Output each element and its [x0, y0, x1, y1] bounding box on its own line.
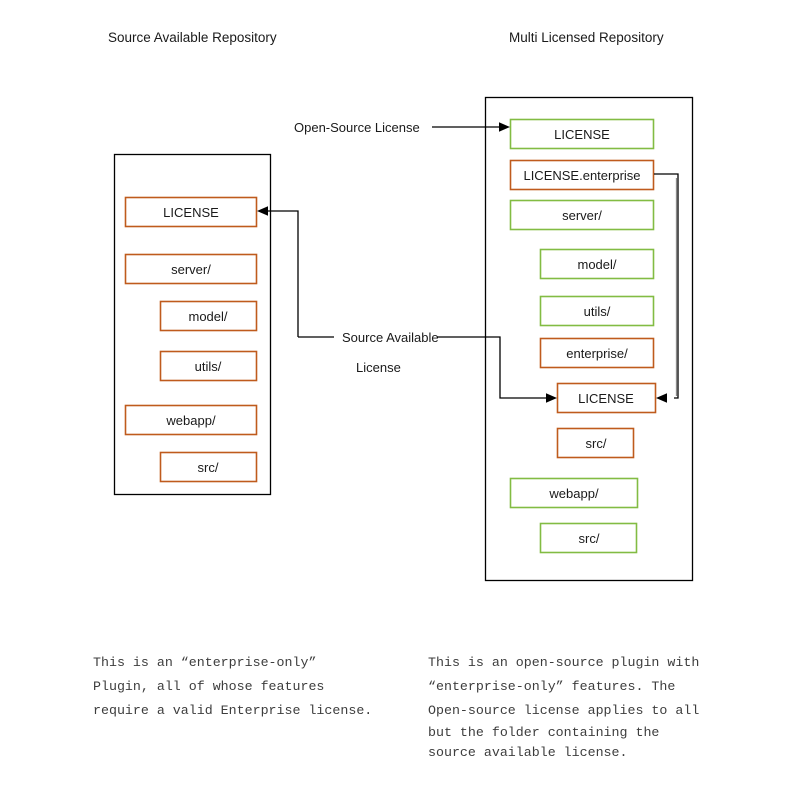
edge-open-source-license: Open-Source License [294, 120, 510, 135]
edge-label-source-available-license-line1: Source Available [342, 330, 439, 345]
node-box [159, 300, 258, 332]
node-label: model/ [577, 257, 616, 272]
node-box [509, 159, 655, 191]
node-server-left[interactable]: server/ [124, 253, 258, 285]
caption-line: Plugin, all of whose features [93, 679, 324, 694]
node-box [556, 382, 657, 414]
node-license-right[interactable]: LICENSE [509, 118, 655, 150]
node-box [556, 427, 635, 459]
node-box [539, 337, 655, 369]
caption-line: This is an open-source plugin with [428, 655, 699, 670]
node-license-left[interactable]: LICENSE [124, 196, 258, 228]
node-box [539, 295, 655, 327]
node-box [124, 253, 258, 285]
node-webapp-src-right[interactable]: src/ [539, 522, 638, 554]
arrow-head-icon [546, 393, 557, 403]
node-model-right[interactable]: model/ [539, 248, 655, 280]
edge-label-open-source-license: Open-Source License [294, 120, 420, 135]
caption-line: This is an “enterprise-only” [93, 655, 316, 670]
node-label: webapp/ [548, 486, 599, 501]
node-utils-left[interactable]: utils/ [159, 350, 258, 382]
edge-line [654, 173, 679, 399]
node-box [539, 248, 655, 280]
caption-line: require a valid Enterprise license. [93, 703, 372, 718]
node-box [124, 404, 258, 436]
node-label: server/ [171, 262, 211, 277]
caption-line: but the folder containing the [428, 725, 659, 740]
node-box [159, 350, 258, 382]
node-model-left[interactable]: model/ [159, 300, 258, 332]
node-enterprise-src-right[interactable]: src/ [556, 427, 635, 459]
node-label: src/ [579, 531, 600, 546]
edge-license-enterprise-to-enterprise-license [654, 173, 679, 403]
node-label: model/ [188, 309, 227, 324]
node-utils-right[interactable]: utils/ [539, 295, 655, 327]
node-label: server/ [562, 208, 602, 223]
panel-title-multi-licensed: Multi Licensed Repository [509, 30, 664, 45]
node-label: src/ [198, 460, 219, 475]
node-label: LICENSE.enterprise [523, 168, 640, 183]
edge-label-source-available-license-line2: License [356, 360, 401, 375]
edge-source-available-license: Source Available License [257, 206, 557, 403]
node-enterprise-right[interactable]: enterprise/ [539, 337, 655, 369]
caption-line: Open-source license applies to all [428, 703, 699, 718]
node-webapp-left[interactable]: webapp/ [124, 404, 258, 436]
edge-line-to-enterprise-license [437, 336, 551, 399]
node-server-right[interactable]: server/ [509, 199, 655, 231]
node-src-left[interactable]: src/ [159, 451, 258, 483]
caption-multi-licensed: This is an open-source plugin with “ente… [428, 655, 699, 760]
node-box [509, 199, 655, 231]
arrow-head-icon [656, 393, 667, 403]
caption-source-available: This is an “enterprise-only” Plugin, all… [93, 655, 372, 718]
node-license-enterprise-right[interactable]: LICENSE.enterprise [509, 159, 655, 191]
node-label: LICENSE [163, 205, 219, 220]
caption-line: source available license. [428, 745, 628, 760]
node-enterprise-license-right[interactable]: LICENSE [556, 382, 657, 414]
node-box [509, 477, 639, 509]
node-label: LICENSE [554, 127, 610, 142]
arrow-head-icon [257, 206, 268, 216]
node-label: src/ [586, 436, 607, 451]
node-box [539, 522, 638, 554]
node-label: LICENSE [578, 391, 634, 406]
caption-line: “enterprise-only” features. The [428, 679, 675, 694]
node-webapp-right[interactable]: webapp/ [509, 477, 639, 509]
arrow-head-icon [499, 122, 510, 132]
node-label: enterprise/ [566, 346, 628, 361]
node-label: utils/ [584, 304, 611, 319]
edge-line-to-left-license [268, 210, 299, 337]
node-box [159, 451, 258, 483]
node-label: webapp/ [165, 413, 216, 428]
node-label: utils/ [195, 359, 222, 374]
node-box [509, 118, 655, 150]
panel-title-source-available: Source Available Repository [108, 30, 277, 45]
node-box [124, 196, 258, 228]
